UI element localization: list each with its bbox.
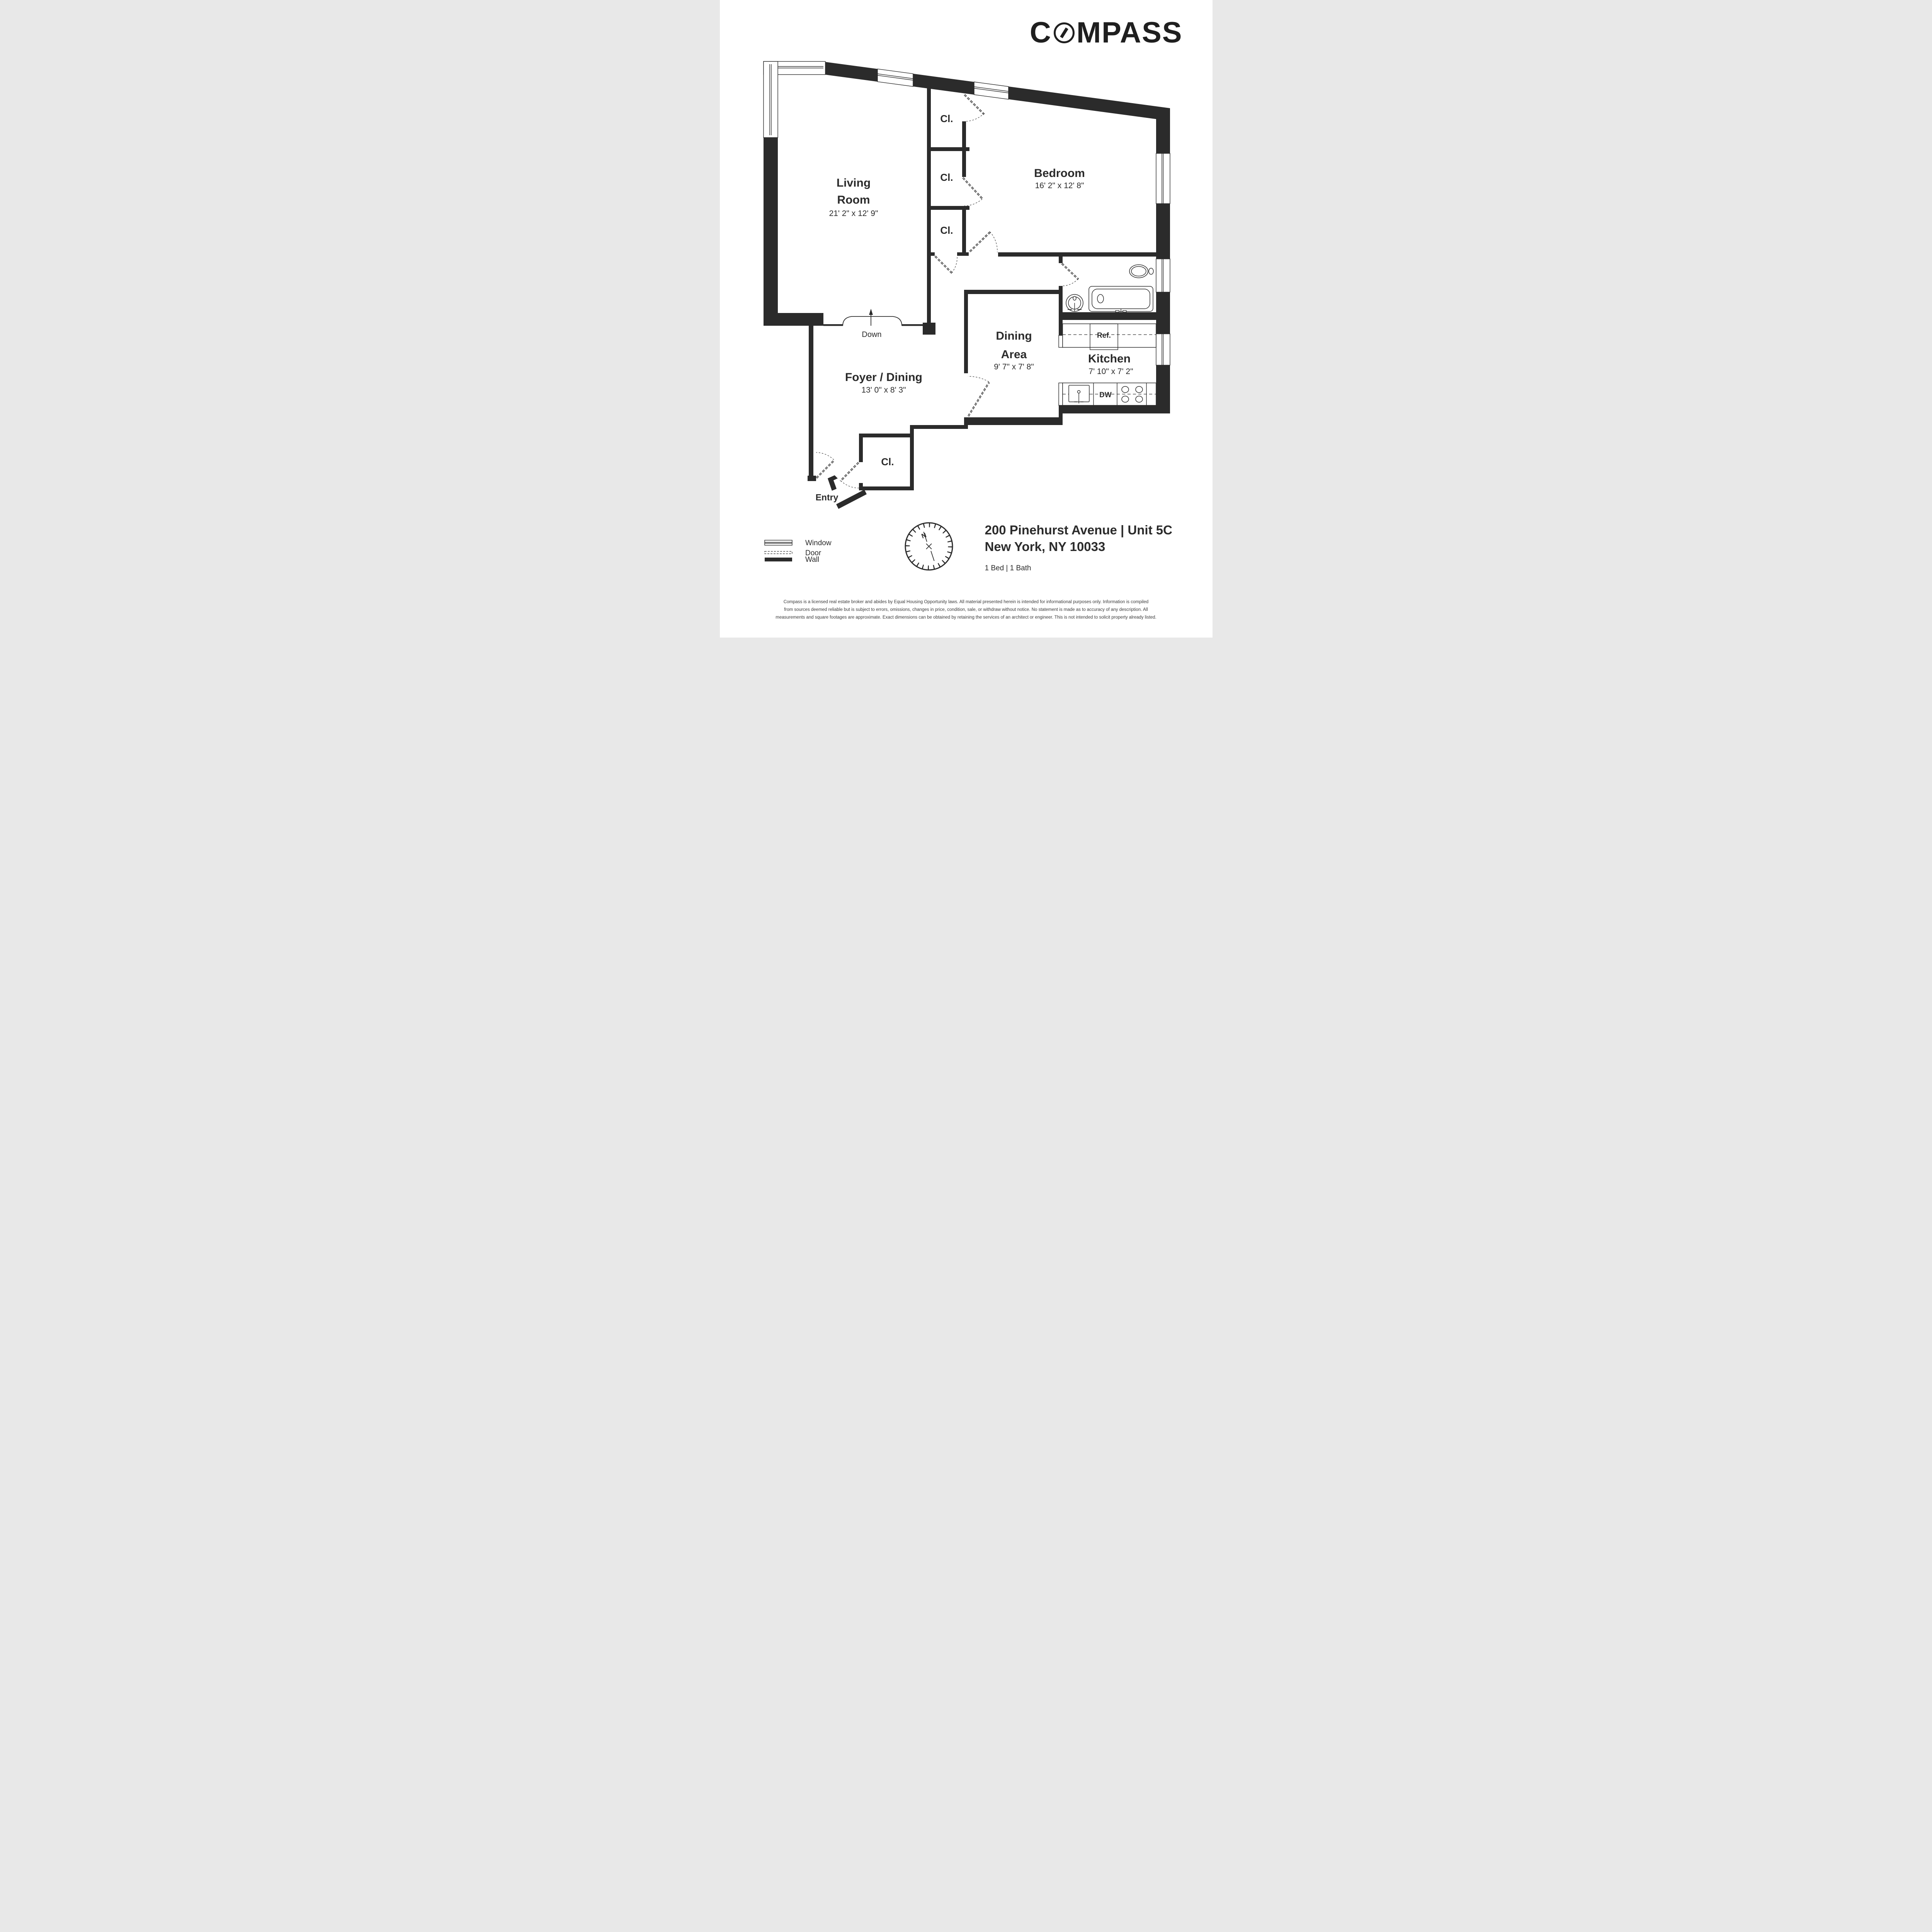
entry-label: Entry — [815, 492, 838, 502]
legend: Window Door Wall — [764, 539, 832, 564]
living-room-label-1: Living — [836, 177, 870, 189]
closet-2-label: Cl. — [940, 172, 953, 183]
legend-window-label: Window — [805, 539, 832, 547]
disclaimer-line-3: measurements and square footages are app… — [776, 615, 1156, 620]
compass-needle-o-icon — [1053, 22, 1075, 43]
compass-logo: C MPASS — [1029, 16, 1183, 49]
walls — [763, 62, 1170, 509]
windows — [763, 61, 1170, 406]
door-symbol — [764, 551, 793, 554]
address-line-2: New York, NY 10033 — [985, 539, 1105, 554]
floorplan-page: C MPASS — [719, 0, 1213, 638]
foyer-label: Foyer / Dining — [845, 371, 922, 384]
compass-rose-icon: N — [905, 522, 953, 571]
kitchen-fixtures — [1062, 323, 1156, 406]
address-line-1: 200 Pinehurst Avenue | Unit 5C — [985, 523, 1172, 537]
floorplan-svg: Living Room 21' 2" x 12' 9" Bedroom 16' … — [763, 61, 1170, 571]
legend-door-label: Door — [805, 549, 821, 557]
down-label: Down — [862, 330, 881, 339]
kitchen-label: Kitchen — [1088, 352, 1130, 365]
stair-down-marker — [842, 309, 902, 326]
down-arrow-icon — [869, 309, 873, 315]
stove-burners-icon — [1121, 386, 1143, 403]
foyer-dims: 13' 0" x 8' 3" — [861, 386, 906, 395]
toilet-icon — [1129, 264, 1154, 278]
doors — [815, 94, 1079, 488]
entry-arrow-icon — [827, 475, 838, 491]
logo-text-prefix: C — [1029, 16, 1052, 49]
living-room-dims: 21' 2" x 12' 9" — [829, 209, 878, 218]
disclaimer-line-1: Compass is a licensed real estate broker… — [783, 600, 1149, 604]
dining-area-label-2: Area — [1001, 348, 1027, 361]
bathroom-fixtures — [1065, 264, 1154, 314]
window-symbol — [764, 540, 793, 546]
address-block: 200 Pinehurst Avenue | Unit 5C New York,… — [985, 522, 1172, 573]
entry-closet-label: Cl. — [881, 456, 894, 468]
disclaimer: Compass is a licensed real estate broker… — [746, 598, 1186, 621]
refrigerator-label: Ref. — [1097, 332, 1111, 340]
living-room-label-2: Room — [837, 194, 870, 206]
bathroom-sink-icon — [1065, 294, 1083, 312]
disclaimer-line-2: from sources deemed reliable but is subj… — [784, 607, 1148, 612]
dining-area-label-1: Dining — [996, 330, 1032, 342]
closet-3-label: Cl. — [940, 224, 953, 236]
bathtub-icon — [1088, 286, 1153, 314]
kitchen-counter — [1062, 383, 1156, 406]
bed-bath-info: 1 Bed | 1 Bath — [985, 564, 1031, 572]
bedroom-dims: 16' 2" x 12' 8" — [1035, 181, 1084, 190]
dishwasher-label: DW — [1099, 391, 1112, 399]
bedroom-label: Bedroom — [1034, 167, 1085, 180]
wall-symbol — [764, 558, 792, 561]
dining-area-dims: 9' 7" x 7' 8" — [994, 362, 1034, 371]
closet-1-label: Cl. — [940, 113, 953, 124]
north-label: N — [920, 531, 927, 540]
kitchen-sink-icon — [1068, 385, 1090, 403]
refrigerator-counter — [1062, 323, 1156, 350]
legend-wall-label: Wall — [805, 556, 819, 564]
kitchen-dims: 7' 10" x 7' 2" — [1088, 367, 1133, 376]
logo-text-suffix: MPASS — [1076, 16, 1183, 49]
